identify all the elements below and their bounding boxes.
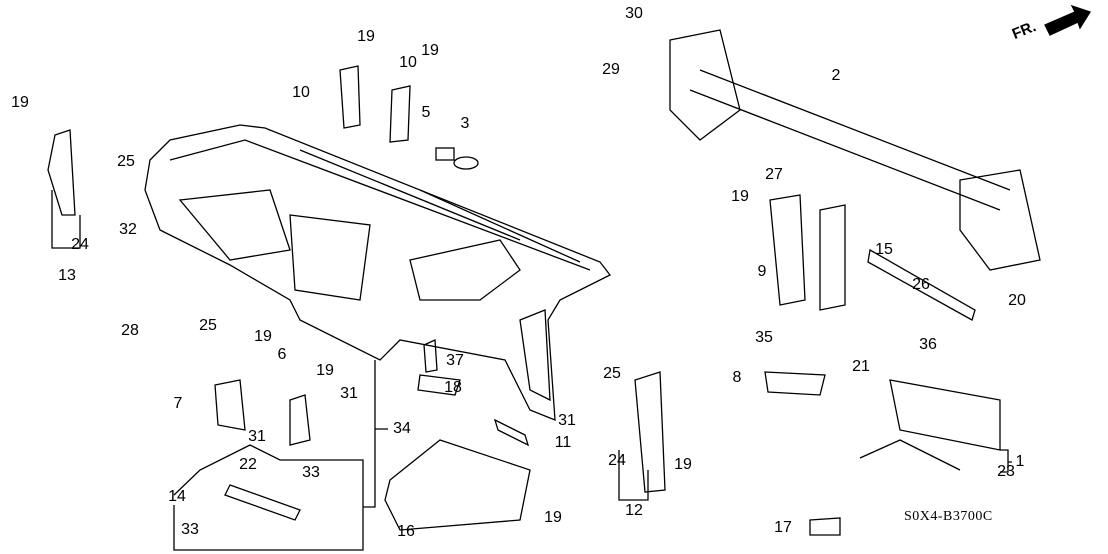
callout-19: 19: [544, 509, 562, 526]
callout-22: 22: [239, 456, 257, 473]
callout-33: 33: [302, 464, 320, 481]
callout-18: 18: [444, 379, 462, 396]
callout-1: 1: [1015, 453, 1025, 470]
callout-11: 11: [554, 434, 572, 451]
callout-8: 8: [732, 369, 742, 386]
callout-19: 19: [254, 328, 272, 345]
callout-36: 36: [919, 336, 937, 353]
callout-9: 9: [757, 263, 767, 280]
callout-33: 33: [181, 521, 199, 538]
callout-10: 10: [292, 84, 310, 101]
callout-35: 35: [755, 329, 773, 346]
callout-32: 32: [119, 221, 137, 238]
fr-arrow-icon: [1044, 4, 1091, 36]
callout-14: 14: [168, 488, 186, 505]
callout-12: 12: [625, 502, 643, 519]
callout-25: 25: [117, 153, 135, 170]
callout-3: 3: [460, 115, 470, 132]
callout-10: 10: [399, 54, 417, 71]
callout-34: 34: [393, 420, 411, 437]
callout-37: 37: [446, 352, 464, 369]
callout-24: 24: [71, 236, 89, 253]
steering-hanger-beam: [669, 29, 1041, 311]
callout-20: 20: [1008, 292, 1026, 309]
callout-19: 19: [11, 94, 29, 111]
callout-31: 31: [248, 428, 266, 445]
callout-2: 2: [831, 67, 841, 84]
catalog-code: S0X4-B3700C: [904, 509, 993, 524]
misc-parts: [47, 65, 1001, 536]
callout-16: 16: [397, 523, 415, 540]
callout-13: 13: [58, 267, 76, 284]
callout-19: 19: [357, 28, 375, 45]
callout-30: 30: [625, 5, 643, 22]
callout-15: 15: [875, 241, 893, 258]
callout-25: 25: [199, 317, 217, 334]
callout-23: 23: [997, 463, 1015, 480]
callout-19: 19: [731, 188, 749, 205]
callout-21: 21: [852, 358, 870, 375]
callout-7: 7: [173, 395, 183, 412]
callout-25: 25: [603, 365, 621, 382]
dashboard-panel: [144, 124, 611, 421]
callout-19: 19: [421, 42, 439, 59]
callout-17: 17: [774, 519, 792, 536]
callout-5: 5: [421, 104, 431, 121]
group-brackets: [51, 190, 1012, 551]
callout-24: 24: [608, 452, 626, 469]
callout-29: 29: [602, 61, 620, 78]
callout-19: 19: [316, 362, 334, 379]
callout-31: 31: [558, 412, 576, 429]
callout-6: 6: [277, 346, 287, 363]
callout-28: 28: [121, 322, 139, 339]
callout-26: 26: [912, 276, 930, 293]
callout-27: 27: [765, 166, 783, 183]
callout-19: 19: [674, 456, 692, 473]
callout-31: 31: [340, 385, 358, 402]
